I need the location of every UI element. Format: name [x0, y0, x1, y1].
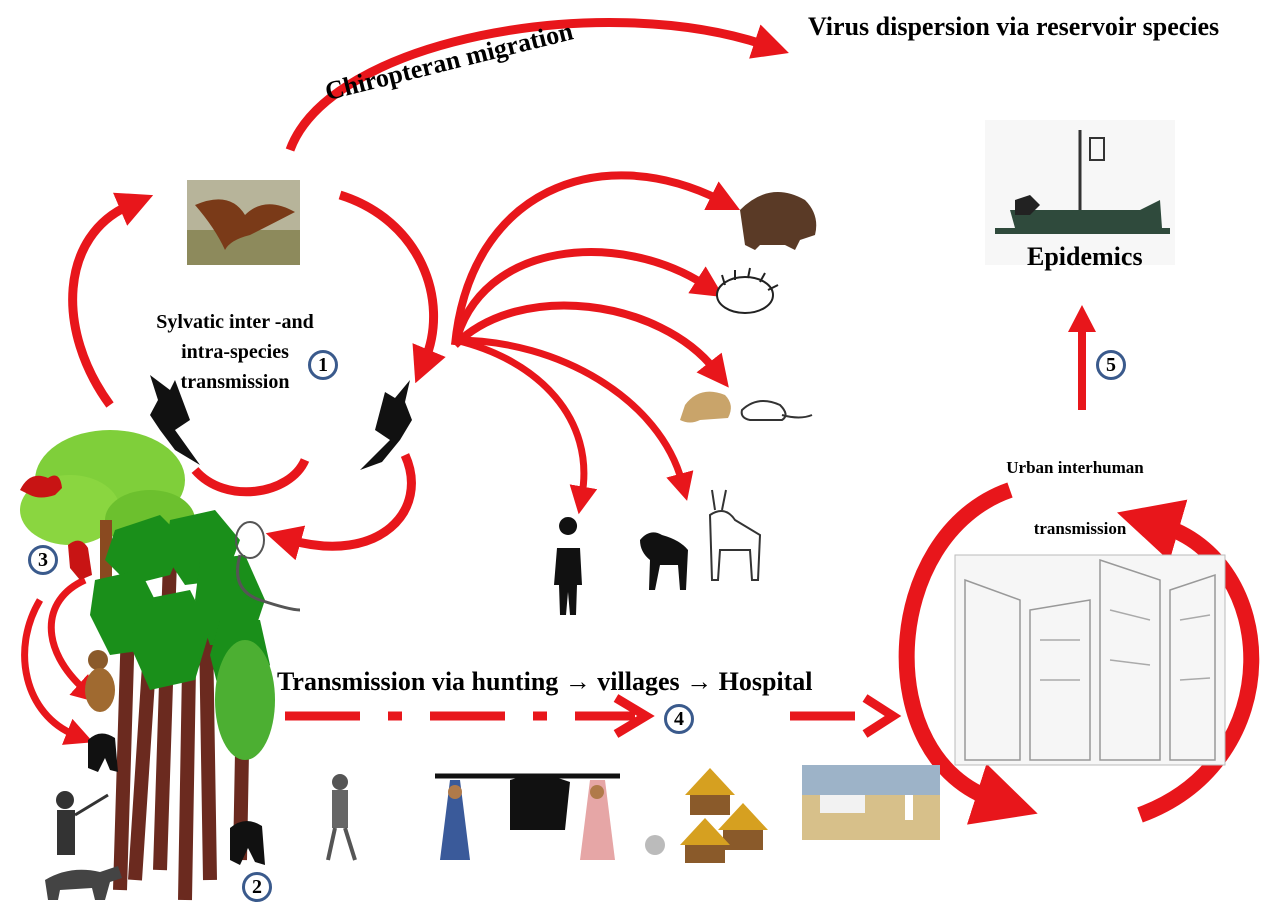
bat-silhouette-icon — [150, 375, 200, 465]
rodent-icon — [680, 391, 731, 423]
fruit-bat-photo-icon — [187, 180, 300, 265]
to-epidemics-head — [1068, 305, 1096, 332]
diagram-title: Virus dispersion via reservoir species — [808, 12, 1220, 41]
bat-to-primate-arrow — [265, 453, 416, 561]
gorilla-icon — [88, 733, 118, 772]
hunting-route-label: Transmission via hunting → villages → Ho… — [277, 667, 813, 696]
urban-arrow-right — [1117, 499, 1260, 823]
bat-silhouette-icon — [360, 380, 412, 470]
urban-arrow-left — [898, 482, 1038, 825]
sylvatic-arrow-left — [68, 192, 154, 408]
baboon-sketch-icon — [235, 521, 301, 612]
arrow-to-duiker — [454, 336, 694, 501]
gorilla-icon — [230, 820, 265, 865]
village-huts-icon — [645, 768, 768, 863]
chimpanzee-icon — [85, 650, 115, 712]
hunting-route-head — [613, 694, 655, 738]
dog-icon — [45, 866, 122, 900]
arrow-to-bushpig — [451, 171, 741, 346]
sylvatic-arrow-right — [338, 190, 446, 384]
hospital-bed-icon — [985, 120, 1175, 265]
monkey-to-gorilla-arrow — [21, 598, 94, 745]
urban-street-sketch-icon — [954, 554, 1226, 766]
hunter-icon — [326, 774, 357, 861]
step-marker-1: 1 — [308, 350, 338, 380]
sylvatic-line-2: intra-species — [181, 341, 289, 363]
human-silhouette-icon — [554, 517, 582, 615]
duiker-icon — [640, 532, 688, 590]
rainforest-icon — [90, 510, 275, 901]
urban-transmission-label-2: transmission — [1033, 519, 1127, 538]
step-marker-5: 5 — [1096, 350, 1126, 380]
step-marker-4: 4 — [664, 704, 694, 734]
migration-arrow — [285, 18, 789, 152]
monkey-icon — [68, 540, 92, 580]
to-hospital-head — [862, 694, 902, 738]
epidemics-label: Epidemics — [1027, 242, 1143, 271]
step-marker-3: 3 — [28, 545, 58, 575]
sylvatic-line-1: Sylvatic inter -and — [156, 311, 314, 333]
step-marker-2: 2 — [242, 872, 272, 902]
urban-transmission-label-1: Urban interhuman — [1006, 458, 1144, 477]
arrow-to-rodent — [452, 301, 729, 388]
arrow-to-human — [454, 336, 598, 515]
sylvatic-line-3: transmission — [180, 371, 290, 393]
antelope-icon — [708, 489, 762, 581]
sylvatic-arrow-bottom — [191, 457, 310, 497]
porcupine-icon — [716, 267, 779, 314]
rodent-icon — [740, 400, 813, 421]
bushpig-icon — [740, 192, 817, 250]
arrow-to-porcupine — [451, 248, 724, 346]
sylvatic-transmission-label: Sylvatic inter -and intra-species transm… — [125, 307, 345, 397]
hunter-icon — [56, 791, 109, 855]
carried-carcass-icon — [435, 773, 620, 860]
monkey-to-chimp-arrow — [47, 576, 100, 704]
monkey-icon — [20, 475, 62, 498]
vehicle-photo-icon — [802, 765, 940, 840]
